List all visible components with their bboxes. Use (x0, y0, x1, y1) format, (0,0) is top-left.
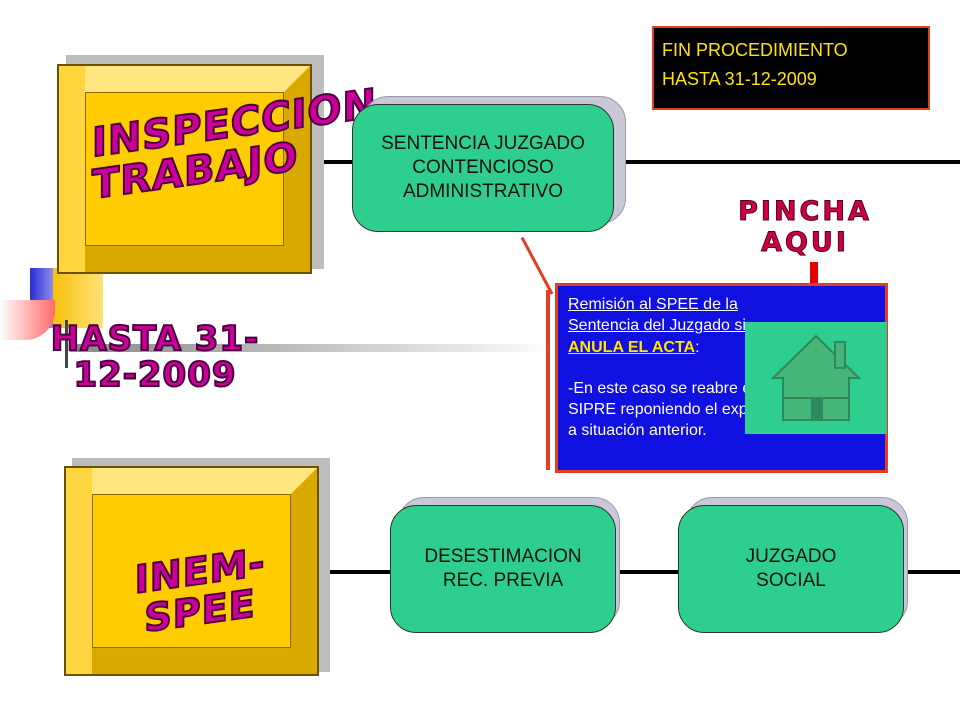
note-line3-rest: : (695, 338, 700, 356)
home-button[interactable] (745, 322, 887, 434)
sentencia-line2: CONTENCIOSO (412, 157, 554, 179)
note-line4: -En este caso se reabre en (568, 379, 761, 397)
fin-line2: HASTA 31-12-2009 (662, 68, 817, 89)
note-line5: SIPRE reponiendo el expediente (568, 401, 801, 419)
red-bracket-line (546, 290, 550, 470)
connector-bottom-left (320, 570, 390, 574)
desestimacion-line1: DESESTIMACION (424, 546, 582, 568)
connector-top-right (612, 160, 960, 164)
pincha-line1: PINCHA (738, 195, 872, 227)
note-line3: ANULA EL ACTA: (568, 337, 875, 358)
connector-middle (70, 344, 560, 352)
juzgado-line1: JUZGADO (745, 546, 837, 568)
note-line2: Sentencia del Juzgado si (568, 317, 746, 335)
block-inspeccion-trabajo[interactable] (57, 64, 312, 274)
note-box: Remisión al SPEE de la Sentencia del Juz… (555, 283, 888, 473)
arrow-down-icon (810, 262, 818, 302)
fin-line1: FIN PROCEDIMIENTO (662, 40, 848, 60)
connector-bottom-right (900, 570, 960, 574)
connector-bottom-mid (612, 570, 682, 574)
sentencia-line3: ADMINISTRATIVO (402, 180, 564, 202)
decor-vertical-line (65, 320, 68, 368)
block-inem-spee[interactable] (64, 466, 319, 676)
home-icon (770, 334, 862, 421)
desestimacion-box[interactable]: DESESTIMACION REC. PREVIA (390, 505, 616, 633)
pincha-line2: AQUI (761, 227, 849, 259)
decor-yellow-square (53, 268, 103, 328)
fin-procedimiento-box: FIN PROCEDIMIENTO HASTA 31-12-2009 (652, 26, 930, 110)
note-anula-acta: ANULA EL ACTA (568, 338, 696, 356)
juzgado-line2: SOCIAL (756, 570, 826, 591)
juzgado-social-box[interactable]: JUZGADO SOCIAL (678, 505, 904, 633)
middle-date-label: HASTA 31-12-2009 (50, 319, 260, 395)
note-line6: a situación anterior. (568, 422, 707, 440)
sentencia-line1: SENTENCIA JUZGADO (381, 133, 585, 155)
pincha-aqui-label: PINCHA AQUI (725, 195, 885, 259)
connector-top-left (300, 160, 360, 164)
note-line1: Remisión al SPEE de la (568, 296, 738, 313)
sentencia-box[interactable]: SENTENCIA JUZGADO CONTENCIOSO ADMINISTRA… (352, 104, 614, 232)
red-connector-line (520, 236, 554, 295)
desestimacion-line2: REC. PREVIA (442, 570, 564, 591)
